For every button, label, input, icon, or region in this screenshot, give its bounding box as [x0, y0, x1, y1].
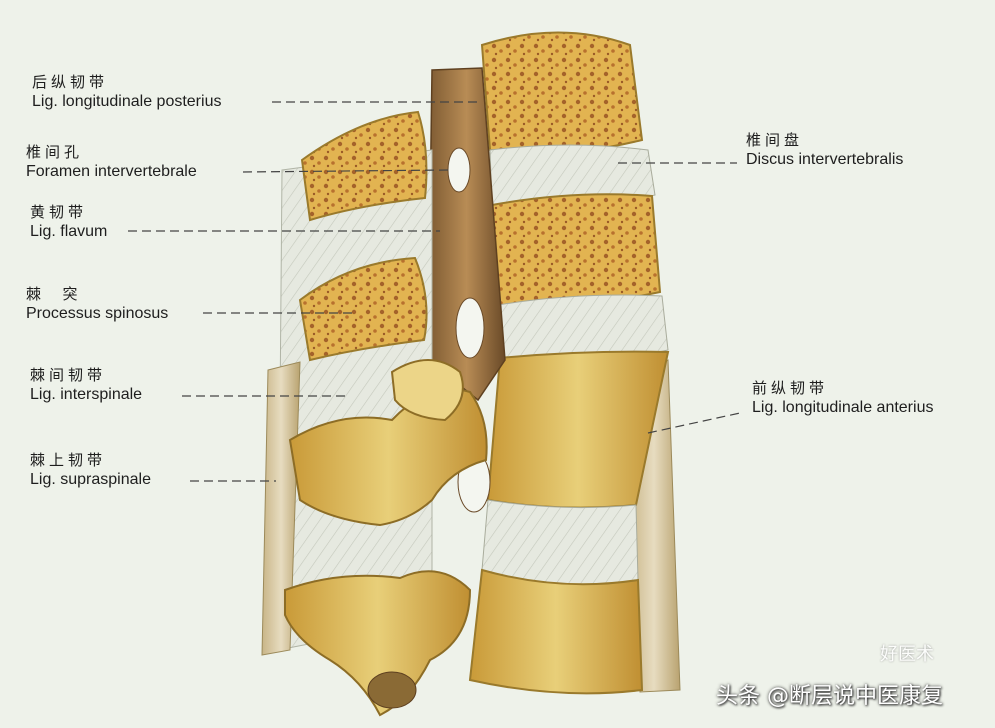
- vertebral-body-mid: [490, 193, 662, 308]
- spinous-process-middle: [298, 256, 428, 362]
- label-discus-intervertebralis: 椎间盘 Discus intervertebralis: [746, 131, 904, 168]
- vertebral-body-bottom: [468, 568, 644, 695]
- vertebral-body-lower: [486, 350, 670, 509]
- vertebral-body-top: [480, 31, 644, 155]
- supraspinous-ligament: [261, 361, 301, 656]
- label-lig-longitudinale-anterius: 前纵韧带 Lig. longitudinale anterius: [752, 379, 934, 416]
- intervertebral-disc-3: [481, 499, 639, 585]
- label-lig-flavum: 黄韧带 Lig. flavum: [30, 203, 108, 240]
- watermark-faint: 好医术: [880, 644, 934, 665]
- foramen-middle: [455, 297, 485, 359]
- label-lig-interspinale: 棘间韧带 Lig. interspinale: [30, 366, 143, 403]
- lamina-bottom: [284, 570, 472, 717]
- leader-lines: [128, 101, 741, 482]
- spinous-process-upper: [300, 110, 428, 222]
- label-lig-supraspinale: 棘上韧带 Lig. supraspinale: [30, 451, 151, 488]
- process-tip: [367, 671, 417, 709]
- articular-process: [390, 359, 464, 422]
- label-foramen-intervertebrale: 椎间孔 Foramen intervertebrale: [26, 143, 197, 180]
- lamina-lower: [288, 388, 488, 527]
- label-processus-spinosus: 棘 突 Processus spinosus: [26, 285, 169, 322]
- watermark: 头条 @断层说中医康复: [716, 684, 943, 709]
- label-lig-longitudinale-posterius: 后纵韧带 Lig. longitudinale posterius: [32, 73, 222, 110]
- foramen-upper: [447, 147, 471, 193]
